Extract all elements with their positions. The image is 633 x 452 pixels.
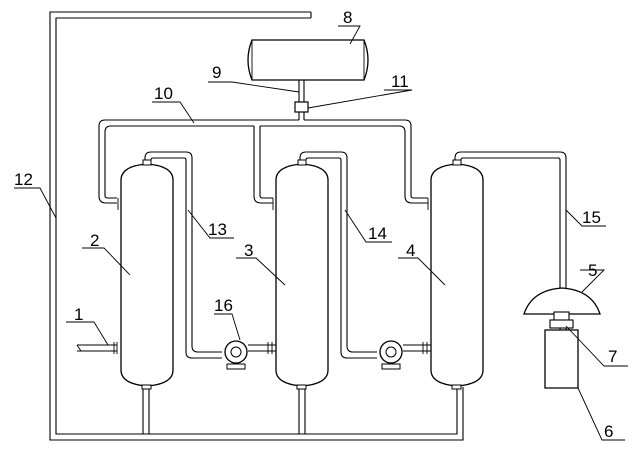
label-9: 9: [212, 63, 221, 82]
column-vessel-4: [427, 159, 484, 390]
column-vessel-3: [272, 159, 329, 390]
transfer-pipe-14: [299, 151, 431, 359]
label-10: 10: [154, 84, 173, 103]
label-3: 3: [244, 241, 253, 260]
pipe-9: [298, 80, 305, 102]
pump-2: [379, 340, 403, 370]
label-6: 6: [604, 422, 613, 441]
label-11: 11: [391, 72, 409, 91]
leader-lines: [14, 25, 628, 441]
pump-16: [224, 340, 248, 370]
column-vessel-2: [117, 159, 174, 390]
return-pipe-12: [49, 11, 464, 441]
inlet-pipe-1: [76, 342, 118, 354]
label-8: 8: [343, 8, 352, 27]
cover-5: [523, 287, 601, 315]
label-2: 2: [90, 231, 99, 250]
storage-tank-8: [247, 39, 369, 81]
label-5: 5: [588, 261, 597, 280]
label-14: 14: [368, 224, 387, 243]
transfer-pipe-13: [144, 151, 276, 359]
label-4: 4: [406, 241, 415, 260]
label-16: 16: [214, 296, 233, 315]
label-1: 1: [74, 305, 83, 324]
label-13: 13: [208, 220, 227, 239]
valve-11: [294, 101, 309, 120]
label-15: 15: [582, 208, 601, 227]
number-labels: 1 2 3 4 5 6 7 8 9 10 11 12 13 14 15 16: [14, 8, 617, 441]
label-7: 7: [608, 347, 617, 366]
fitting-7: [549, 311, 574, 329]
header-pipe-10: [98, 119, 428, 204]
container-6: [544, 329, 579, 389]
label-12: 12: [14, 170, 33, 189]
